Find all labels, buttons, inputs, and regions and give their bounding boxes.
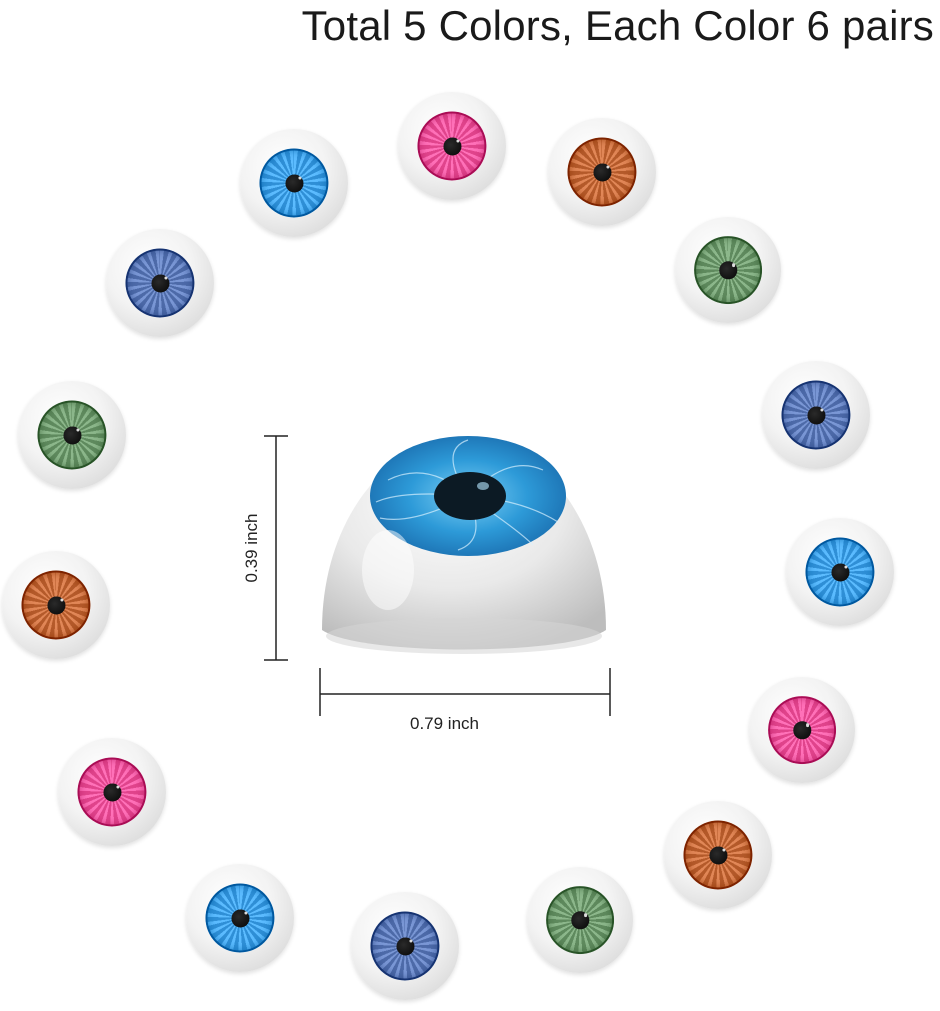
small-eye-brown	[548, 118, 656, 226]
small-eye-navy	[351, 892, 459, 1000]
small-eye-green	[18, 381, 126, 489]
glint	[116, 785, 120, 789]
height-dimension-line	[264, 435, 288, 661]
small-eye-magenta	[398, 92, 506, 200]
glint	[722, 848, 726, 852]
iris	[567, 137, 637, 207]
iris	[694, 236, 762, 304]
iris	[781, 380, 851, 450]
small-eye-brown	[664, 801, 772, 909]
small-eye-navy	[106, 229, 214, 337]
iris	[205, 883, 275, 953]
glint	[409, 939, 413, 943]
iris	[683, 820, 753, 890]
iris	[259, 148, 329, 218]
iris	[805, 537, 875, 607]
glint	[584, 913, 588, 917]
small-eye-green	[675, 217, 781, 323]
height-label: 0.39 inch	[242, 513, 261, 583]
small-eye-magenta	[749, 677, 855, 783]
iris	[768, 696, 836, 764]
width-label: 0.79 inch	[410, 714, 479, 733]
small-eye-brown	[2, 551, 110, 659]
product-headline: Total 5 Colors, Each Color 6 pairs	[301, 2, 934, 49]
iris	[417, 111, 487, 181]
large-eye-closeup	[322, 436, 606, 654]
small-eye-blue	[186, 864, 294, 972]
glint	[164, 276, 168, 280]
glint	[298, 176, 302, 180]
eye-shell-base-shadow	[326, 618, 602, 654]
large-pupil	[434, 472, 506, 520]
glint	[606, 165, 610, 169]
iris	[546, 886, 614, 954]
glint	[820, 408, 824, 412]
iris	[77, 757, 147, 827]
glint	[76, 428, 80, 432]
glint	[456, 139, 460, 143]
small-eye-magenta	[58, 738, 166, 846]
width-dimension-line	[319, 668, 611, 716]
iris	[37, 400, 107, 470]
glint	[244, 911, 248, 915]
glint	[844, 565, 848, 569]
iris	[370, 911, 440, 981]
shell-sheen	[362, 530, 414, 610]
small-eye-blue	[240, 129, 348, 237]
glint	[60, 598, 64, 602]
iris	[21, 570, 91, 640]
iris	[125, 248, 195, 318]
small-eye-green	[527, 867, 633, 973]
small-eye-blue	[786, 518, 894, 626]
small-eye-navy	[762, 361, 870, 469]
glint	[732, 263, 736, 267]
glint	[806, 723, 810, 727]
large-pupil-highlight	[477, 482, 489, 490]
